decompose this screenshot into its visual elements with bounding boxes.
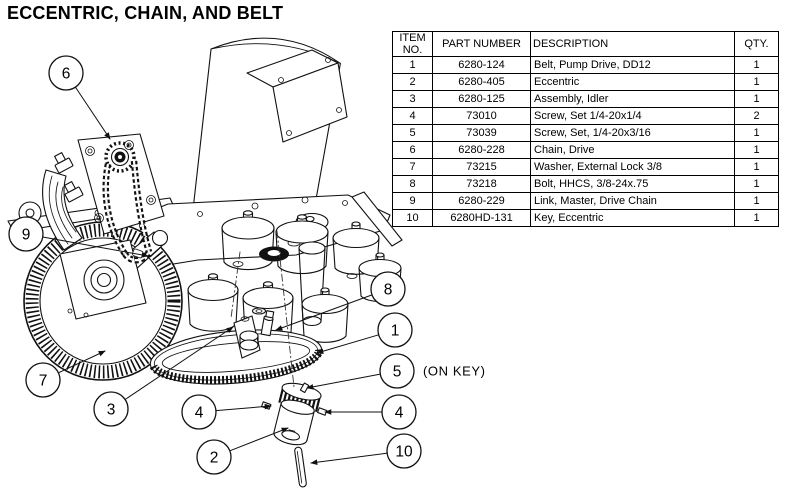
drive-chain xyxy=(102,160,153,264)
idler-assembly xyxy=(233,315,261,359)
cylinder xyxy=(275,214,329,275)
leader-line xyxy=(124,326,234,401)
item-no-cell: 10 xyxy=(392,209,433,227)
pump-cylinders xyxy=(187,210,402,343)
leader-line xyxy=(306,373,381,390)
table-header-row: ITEM NO. PART NUMBER DESCRIPTION QTY. xyxy=(392,31,779,57)
page-title: ECCENTRIC, CHAIN, AND BELT xyxy=(7,3,284,23)
clutch-pulley xyxy=(42,152,84,251)
drive-belt xyxy=(149,329,324,385)
qty-cell: 1 xyxy=(734,209,779,227)
col-header-part-number: PART NUMBER xyxy=(432,31,531,57)
callout-number: 9 xyxy=(22,227,31,244)
callout-balloon-5 xyxy=(379,353,415,389)
part-number-cell: 6280-124 xyxy=(432,56,531,74)
callout-number: 5 xyxy=(393,364,402,381)
leader-line xyxy=(229,427,289,452)
leader-line xyxy=(310,452,388,465)
callout-balloon-7 xyxy=(25,362,61,398)
description-cell: Chain, Drive xyxy=(530,141,735,159)
eccentric-key xyxy=(294,446,307,488)
leader-line xyxy=(215,403,272,412)
callout-number: 2 xyxy=(210,450,219,467)
callout-balloon-4 xyxy=(381,394,417,430)
callout-balloon-8 xyxy=(370,271,406,307)
cylinder xyxy=(242,281,294,340)
motor-junction-box xyxy=(246,49,348,143)
cylinder xyxy=(332,221,380,275)
description-cell: Assembly, Idler xyxy=(530,90,735,108)
hex-bolt xyxy=(64,181,84,203)
leader-line xyxy=(74,86,111,140)
set-screw-left xyxy=(261,401,272,410)
cylinder xyxy=(187,273,239,332)
callout-balloon-10 xyxy=(386,433,422,469)
callout-balloon-2 xyxy=(196,439,232,475)
callout-balloon-6 xyxy=(48,55,84,91)
pulley-hub-block xyxy=(59,229,169,320)
callout-number: 8 xyxy=(384,282,393,299)
drive-sprocket xyxy=(104,141,136,173)
centerlines xyxy=(230,230,295,388)
callout-number: 10 xyxy=(395,444,413,461)
cylinder xyxy=(221,210,275,271)
hex-bolt xyxy=(54,152,74,174)
part-number-cell: 6280HD-131 xyxy=(432,209,531,227)
col-header-qty: QTY. xyxy=(734,31,779,57)
callouts: 6 9 7 3 4 2 8 1 5 (ON KEY) 4 10 xyxy=(8,55,486,475)
callout-balloon-1 xyxy=(377,312,413,348)
leader-line xyxy=(316,334,380,354)
cylinder xyxy=(301,287,349,343)
callout-number: 7 xyxy=(39,373,48,390)
callout-balloon-9 xyxy=(8,216,44,252)
part-number-cell: 73010 xyxy=(432,107,531,125)
callout-number: 4 xyxy=(395,405,404,422)
callout-number: 3 xyxy=(107,402,116,419)
callout-number: 6 xyxy=(62,66,71,83)
leader-line xyxy=(42,236,149,258)
description-cell: Key, Eccentric xyxy=(530,209,735,227)
eccentric-gear xyxy=(273,382,322,446)
leader-line xyxy=(57,350,106,374)
description-cell: Screw, Set 1/4-20x1/4 xyxy=(530,107,735,125)
callout-number: 1 xyxy=(391,323,400,340)
idler-bolt-washer xyxy=(251,307,275,337)
on-key-note: (ON KEY) xyxy=(423,364,486,379)
callout-number: 4 xyxy=(195,405,204,422)
callout-balloon-4 xyxy=(181,394,217,430)
leader-line xyxy=(275,294,373,331)
callout-balloon-3 xyxy=(93,391,129,427)
